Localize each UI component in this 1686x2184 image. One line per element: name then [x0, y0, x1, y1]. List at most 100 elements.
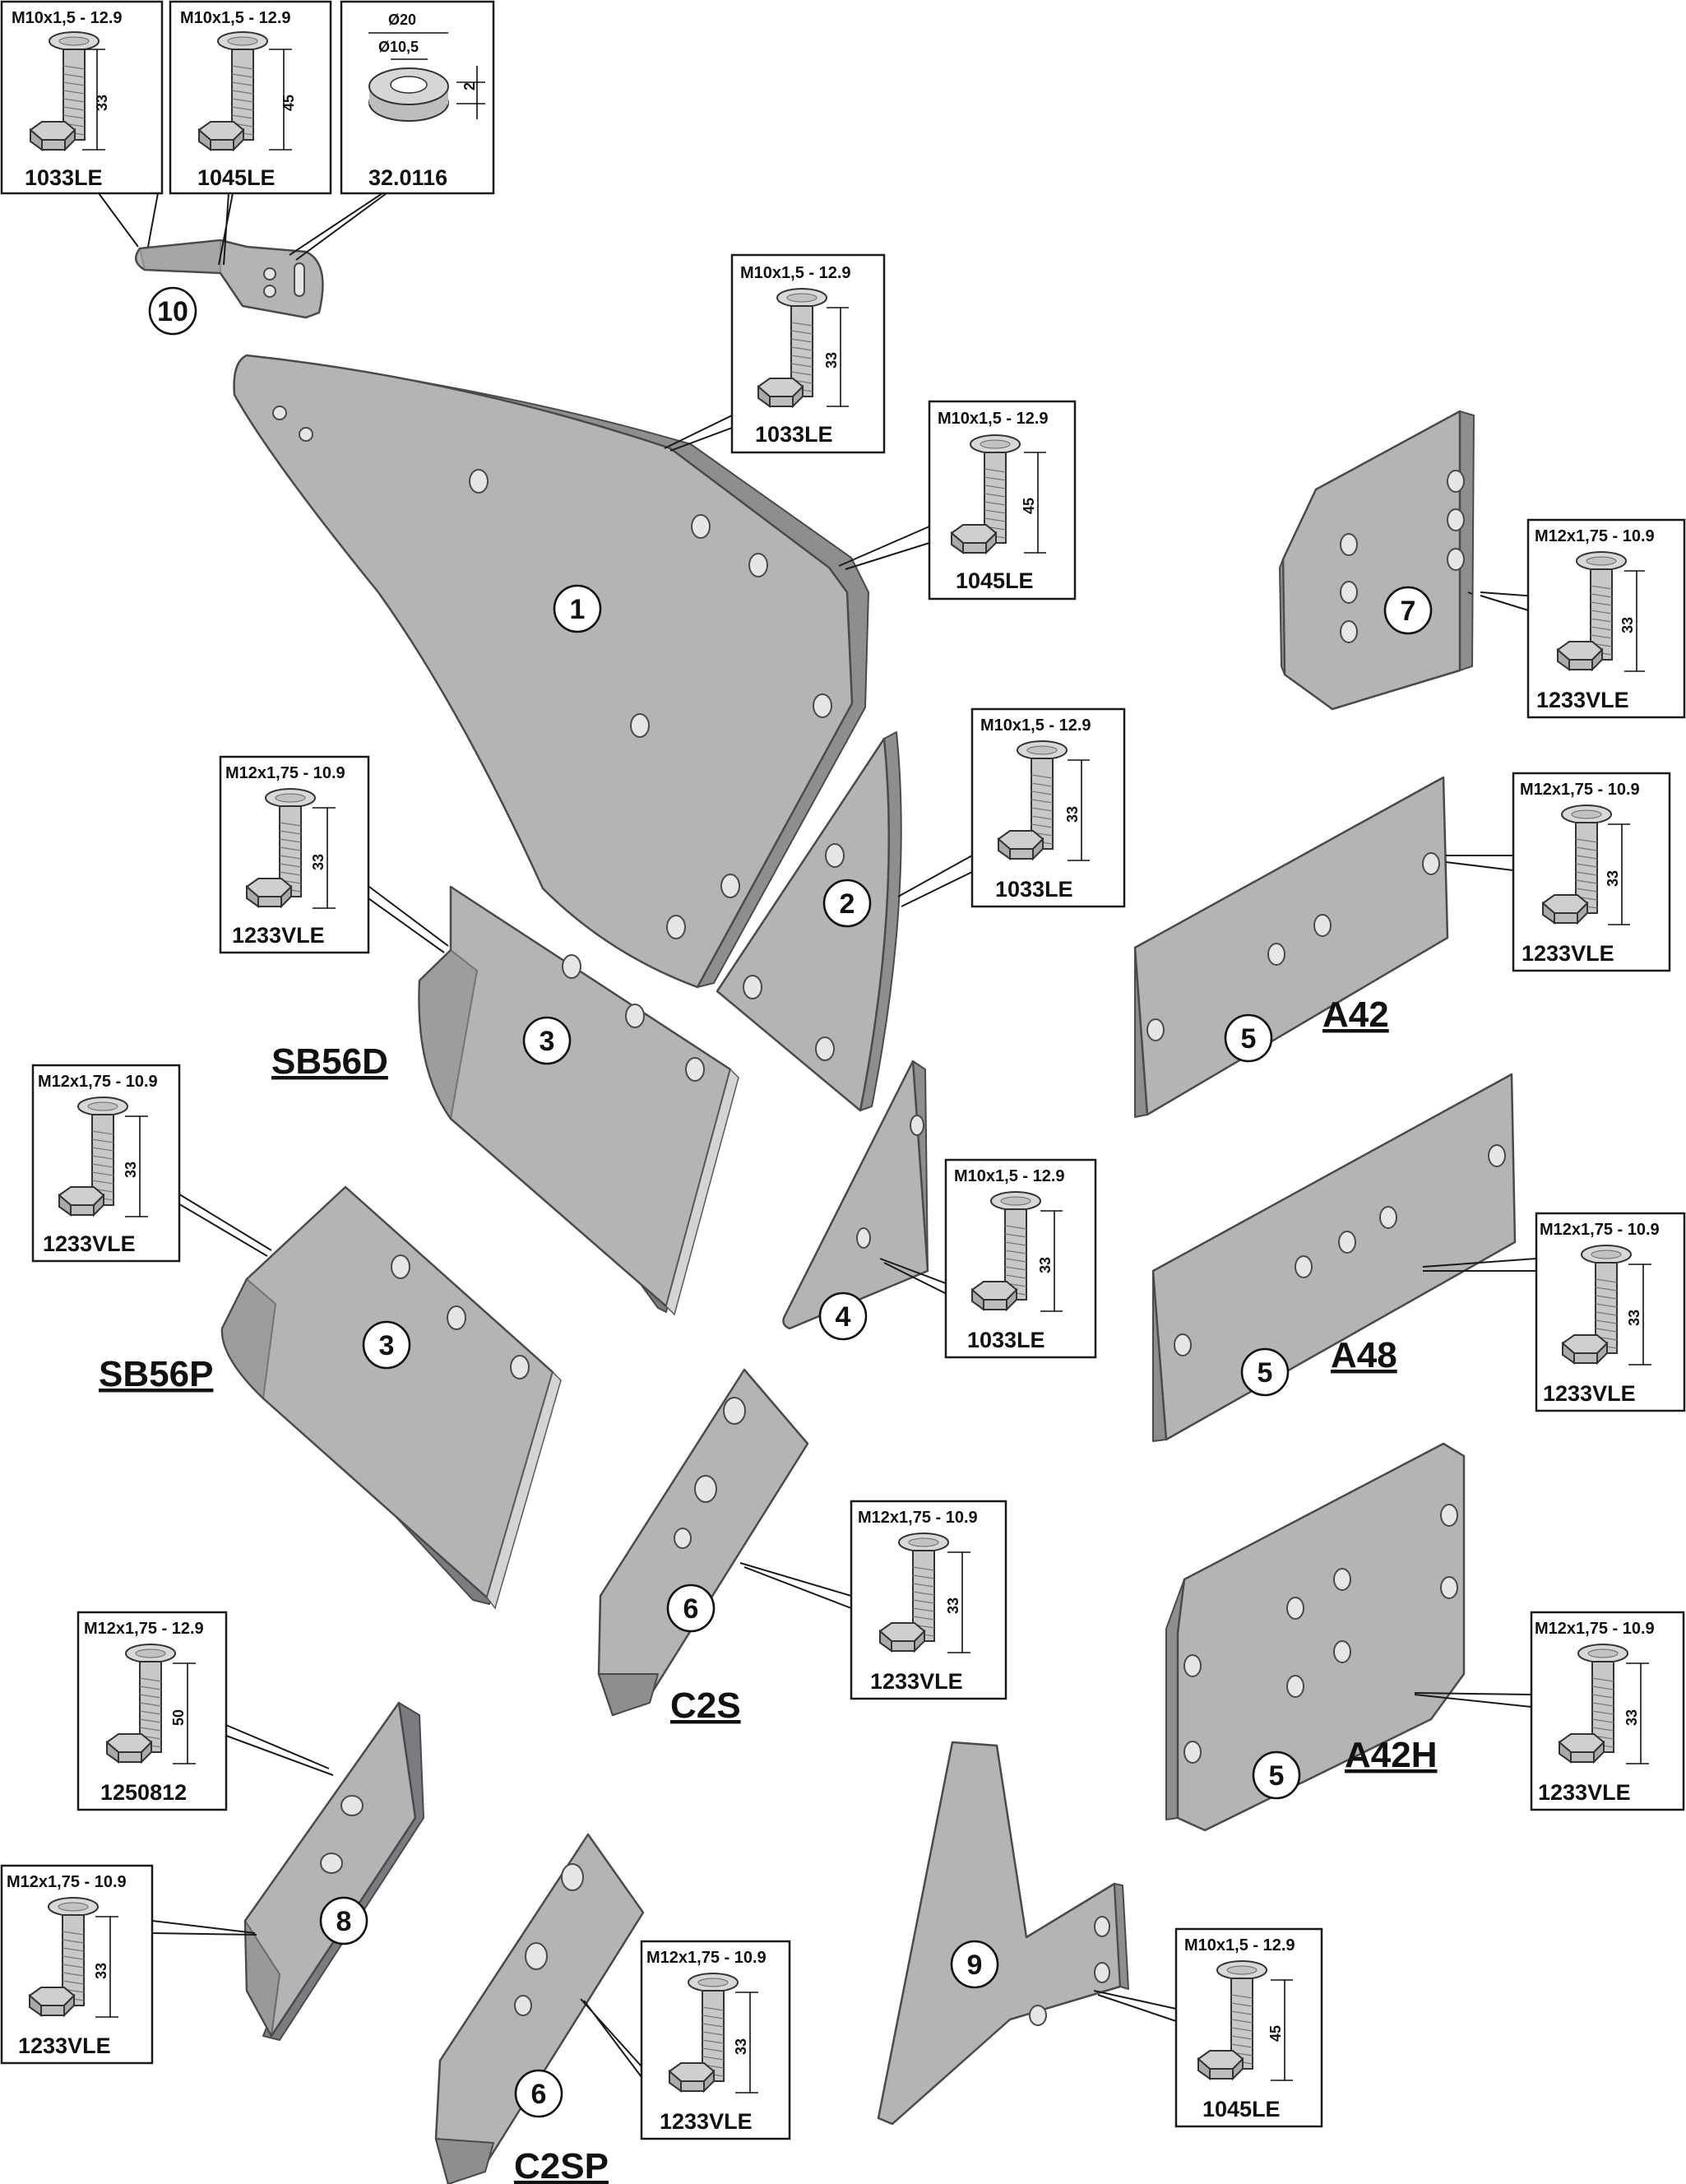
bolt-box-1233vle-a48: M12x1,75 - 10.9 33 1233VLE	[1535, 1212, 1686, 1412]
bolt-spec: M10x1,5 - 12.9	[180, 9, 291, 27]
washer-inner-dia: Ø10,5	[378, 39, 419, 55]
callout-3-sb56p: 3	[362, 1320, 411, 1370]
bolt-length: 33	[310, 854, 327, 870]
bolt-length: 33	[93, 1963, 109, 1979]
bolt-spec: M10x1,5 - 12.9	[980, 716, 1091, 735]
part-code: 1045LE	[956, 568, 1034, 593]
part-code: 1233VLE	[870, 1669, 963, 1694]
part-code: 1233VLE	[660, 2109, 753, 2134]
callout-6-c2s: 6	[666, 1584, 716, 1633]
callout-9: 9	[950, 1940, 999, 1989]
title-c2sp: C2SP	[514, 2146, 609, 2184]
callout-10: 10	[148, 286, 197, 336]
bolt-spec: M12x1,75 - 10.9	[38, 1073, 158, 1091]
part-9-wing	[877, 1741, 1129, 2126]
svg-text:1: 1	[570, 594, 586, 625]
bolt-length: 33	[123, 1162, 139, 1178]
part-1-moldboard	[233, 354, 869, 989]
bolt-length: 33	[94, 95, 110, 111]
callout-7: 7	[1383, 586, 1433, 635]
part-3-sb56d	[418, 885, 739, 1316]
part-code: 1233VLE	[1543, 1381, 1636, 1406]
washer-outer-dia: Ø20	[388, 12, 416, 28]
svg-text:7: 7	[1401, 596, 1416, 627]
bolt-spec: M12x1,75 - 10.9	[858, 1509, 978, 1527]
washer-box-32-0116: Ø20 Ø10,5 2 32.0116	[340, 0, 495, 195]
bolt-spec: M10x1,5 - 12.9	[1184, 1936, 1295, 1954]
bolt-box-1045le-a: M10x1,5 - 12.9 45 1045LE	[169, 0, 332, 195]
svg-text:5: 5	[1269, 1760, 1285, 1792]
part-code: 1045LE	[197, 165, 276, 190]
bolt-spec: M12x1,75 - 10.9	[1520, 781, 1640, 799]
callout-1: 1	[553, 584, 602, 633]
bolt-spec: M12x1,75 - 10.9	[1540, 1221, 1660, 1239]
bolt-spec: M10x1,5 - 12.9	[740, 264, 851, 282]
part-code: 1233VLE	[43, 1231, 136, 1256]
bolt-box-1233vle-a42h: M12x1,75 - 10.9 33 1233VLE	[1530, 1611, 1685, 1811]
part-code: 1033LE	[967, 1328, 1045, 1352]
bolt-box-1033le-d: M10x1,5 - 12.9 33 1033LE	[944, 1158, 1097, 1359]
part-10	[134, 239, 324, 319]
callout-5-a48: 5	[1240, 1347, 1290, 1397]
part-code: 1033LE	[995, 877, 1073, 902]
svg-text:9: 9	[967, 1950, 983, 1981]
part-code: 1233VLE	[18, 2033, 111, 2058]
bolt-length: 50	[170, 1709, 187, 1726]
part-code: 1233VLE	[1536, 688, 1629, 712]
title-sb56p: SB56P	[99, 1354, 213, 1394]
svg-text:2: 2	[840, 888, 855, 920]
part-3-sb56p	[220, 1185, 562, 1610]
bolt-length: 33	[1619, 617, 1636, 633]
bolt-box-1233vle-c2s: M12x1,75 - 10.9 33 1233VLE	[850, 1500, 1007, 1700]
part-code: 1033LE	[25, 165, 103, 190]
bolt-length: 33	[733, 2038, 749, 2055]
bolt-box-1233vle-c2sp: M12x1,75 - 10.9 33 1233VLE	[640, 1940, 791, 2140]
bolt-spec: M12x1,75 - 10.9	[1535, 1620, 1655, 1638]
callout-6-c2sp: 6	[514, 2069, 563, 2118]
callout-5-a42h: 5	[1252, 1750, 1301, 1800]
part-4-wing	[782, 1060, 929, 1330]
title-a48: A48	[1331, 1335, 1397, 1375]
leader-lines	[98, 192, 1537, 2078]
title-c2s: C2S	[670, 1686, 741, 1726]
bolt-spec: M12x1,75 - 10.9	[646, 1949, 767, 1967]
bolt-length: 33	[1064, 806, 1081, 823]
svg-text:3: 3	[540, 1026, 555, 1057]
bolt-box-1233vle-7: M12x1,75 - 10.9 33 1233VLE	[1526, 518, 1686, 719]
svg-text:5: 5	[1241, 1023, 1257, 1055]
bolt-box-1233vle-a42: M12x1,75 - 10.9 33 1233VLE	[1512, 772, 1671, 972]
part-code: 32.0116	[368, 165, 447, 190]
part-6-c2s	[597, 1368, 809, 1717]
callout-8: 8	[319, 1896, 368, 1945]
bolt-spec: M12x1,75 - 12.9	[84, 1620, 204, 1638]
bolt-length: 45	[1021, 498, 1037, 514]
bolt-box-1045le-b: M10x1,5 - 12.9 45 1045LE	[928, 400, 1077, 600]
bolt-length: 45	[280, 95, 297, 111]
title-a42h: A42H	[1345, 1735, 1438, 1775]
bolt-box-1233vle-sb56p: M12x1,75 - 10.9 33 1233VLE	[31, 1064, 181, 1263]
svg-text:4: 4	[836, 1301, 851, 1333]
bolt-box-1250812: M12x1,75 - 12.9 50 1250812	[76, 1611, 228, 1811]
bolt-spec: M12x1,75 - 10.9	[1535, 527, 1655, 545]
callout-4: 4	[818, 1291, 868, 1341]
svg-text:6: 6	[683, 1593, 699, 1625]
bolt-length: 33	[945, 1597, 961, 1614]
bolt-length: 33	[1037, 1257, 1054, 1273]
bolt-box-1033le-b: M10x1,5 - 12.9 33 1033LE	[730, 253, 886, 454]
callout-3-sb56d: 3	[522, 1016, 572, 1065]
bolt-spec: M12x1,75 - 10.9	[225, 764, 345, 782]
bolt-spec: M10x1,5 - 12.9	[954, 1167, 1065, 1185]
bolt-box-1045le-c: M10x1,5 - 12.9 45 1045LE	[1174, 1927, 1323, 2128]
bolt-length: 45	[1267, 2025, 1284, 2042]
title-a42: A42	[1322, 995, 1389, 1035]
part-code: 1233VLE	[232, 923, 325, 948]
bolt-length: 33	[1626, 1310, 1642, 1326]
part-2-segment	[716, 731, 902, 1112]
callout-2: 2	[822, 879, 872, 928]
svg-text:5: 5	[1258, 1357, 1273, 1389]
bolt-box-1033le-a: M10x1,5 - 12.9 33 1033LE	[0, 0, 164, 195]
part-code: 1233VLE	[1538, 1780, 1631, 1805]
part-6-c2sp	[434, 1833, 645, 2184]
bolt-length: 33	[1623, 1709, 1640, 1726]
